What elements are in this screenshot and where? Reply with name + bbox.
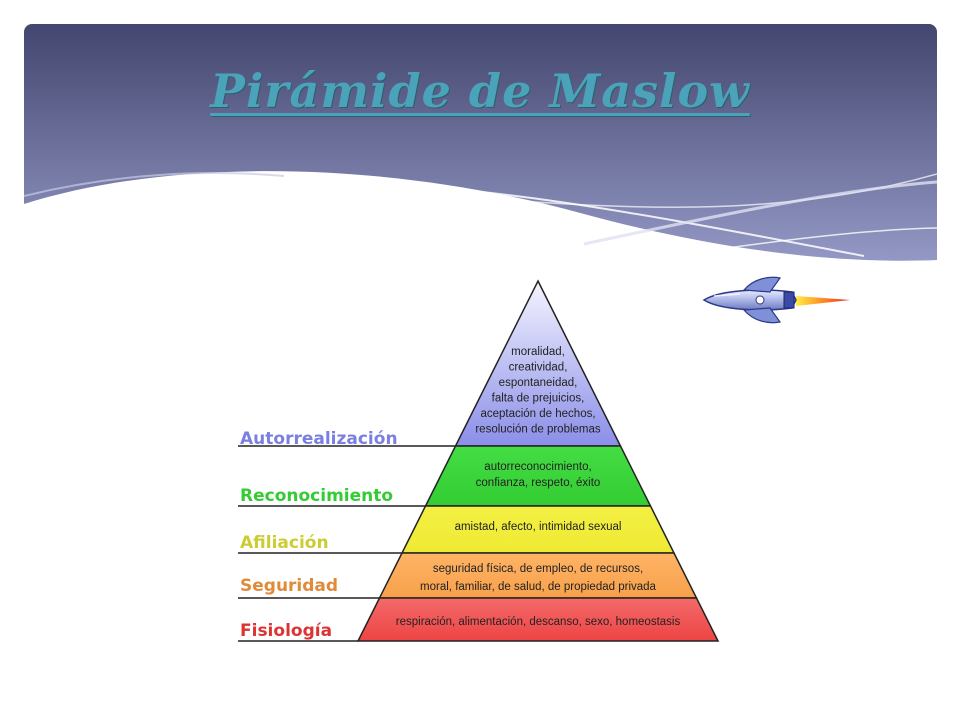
header-background [24, 24, 937, 264]
band-text-2-0: amistad, afecto, intimidad sexual [455, 521, 622, 533]
pyramid-band-4 [356, 597, 720, 642]
band-text-0-3: falta de prejuicios, [492, 393, 585, 405]
band-text-3-0: seguridad física, de empleo, de recursos… [433, 563, 643, 575]
band-text-0-2: espontaneidad, [499, 377, 578, 389]
level-label-2: Afiliación [240, 533, 329, 553]
level-label-4: Fisiología [240, 621, 332, 641]
header-band [24, 24, 937, 264]
pyramid-band-1 [424, 445, 652, 507]
band-text-3-1: moral, familiar, de salud, de propiedad … [420, 581, 656, 593]
band-text-1-0: autorreconocimiento, [484, 461, 591, 473]
band-text-1-1: confianza, respeto, éxito [476, 477, 601, 489]
band-text-0-1: creatividad, [509, 362, 568, 374]
level-label-3: Seguridad [240, 576, 338, 596]
level-label-1: Reconocimiento [240, 486, 393, 506]
rocket-icon [702, 276, 850, 324]
level-label-0: Autorrealización [240, 429, 398, 449]
band-text-0-5: resolución de problemas [475, 424, 601, 436]
band-text-0-0: moralidad, [511, 346, 565, 358]
slide-title: Pirámide de Maslow [210, 64, 750, 118]
band-text-0-4: aceptación de hechos, [480, 408, 595, 420]
band-text-4-0: respiración, alimentación, descanso, sex… [396, 616, 681, 628]
